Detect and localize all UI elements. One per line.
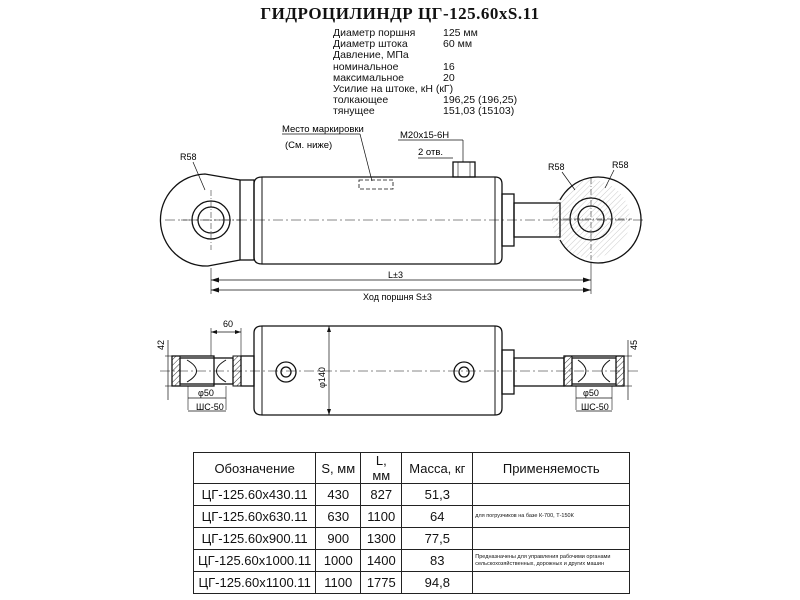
r58-left-label: R58: [180, 152, 197, 162]
two-holes-label: 2 отв.: [418, 147, 443, 158]
spec-value: 151,03 (15103): [443, 105, 515, 118]
spec-label: тянущее: [333, 105, 375, 118]
table-header-row: Обозначение S, мм L, мм Масса, кг Примен…: [192, 452, 631, 484]
spec-value: 16: [443, 60, 455, 73]
dim-l-label: L±3: [388, 270, 403, 280]
bearing-right-label: ШС-50: [581, 402, 609, 412]
thread-label: М20х15-6Н: [400, 130, 449, 141]
table-row: ЦГ-125.60х430.11 430 827 51,3: [192, 483, 631, 506]
header-length: L, мм: [360, 452, 403, 484]
cell-mass: 94,8: [401, 571, 474, 594]
cell-application: Предназначены для управления рабочими ор…: [472, 549, 631, 572]
dim-phi50-right-label: φ50: [583, 388, 599, 398]
spec-value: 60 мм: [443, 38, 473, 51]
left-eye-outline: [159, 173, 241, 267]
table-row: ЦГ-125.60х900.11 900 1300 77,5: [192, 527, 631, 550]
cell-application: [472, 483, 631, 506]
table-row: ЦГ-125.60х1100.11 1100 1775 94,8: [192, 571, 631, 594]
cell-designation: ЦГ-125.60х1000.11: [192, 549, 317, 572]
spec-value: 20: [443, 71, 455, 84]
see-below-label: (См. ниже): [285, 140, 332, 151]
cell-application: [472, 527, 631, 550]
header-designation: Обозначение: [192, 452, 317, 484]
cell-application: для погрузчиков на базе К-700, Т-150К: [472, 505, 631, 528]
cell-mass: 51,3: [401, 483, 474, 506]
port-left-top: [275, 361, 297, 383]
header-application: Применяемость: [472, 452, 631, 484]
cell-stroke: 1000: [315, 549, 362, 572]
port-right-top: [453, 361, 475, 383]
spec-label: Усилие на штоке, кН (кГ): [333, 82, 454, 95]
cell-stroke: 900: [315, 527, 362, 550]
barrel: [253, 176, 503, 265]
cell-designation: ЦГ-125.60х1100.11: [192, 571, 317, 594]
cell-mass: 64: [401, 505, 474, 528]
header-mass: Масса, кг: [401, 452, 474, 484]
spec-label: номинальное: [333, 60, 399, 73]
side-view: [159, 133, 645, 294]
header-stroke: S, мм: [315, 452, 362, 484]
spec-label: максимальное: [333, 71, 405, 84]
drawing-title: ГИДРОЦИЛИНДР ЦГ-125.60хS.11: [260, 4, 540, 23]
bearing-left-label: ШС-50: [196, 402, 224, 412]
r58-right-a-label: R58: [548, 162, 565, 172]
spec-label: толкающее: [333, 94, 389, 107]
dim-stroke-label: Ход поршня S±3: [363, 292, 432, 302]
r58-right-b-label: R58: [612, 160, 629, 170]
rod-top: [513, 357, 565, 387]
spec-value: 125 мм: [443, 27, 478, 39]
cell-length: 1100: [360, 505, 403, 528]
cell-length: 1400: [360, 549, 403, 572]
spec-label: Диаметр штока: [333, 38, 408, 51]
top-view: [160, 325, 640, 416]
spec-value: 196,25 (196,25): [443, 94, 518, 107]
cell-designation: ЦГ-125.60х900.11: [192, 527, 317, 550]
dim-phi50-left-label: φ50: [198, 388, 214, 398]
dim-42-label: 42: [156, 340, 166, 350]
cell-length: 1775: [360, 571, 403, 594]
marking-plate: [358, 179, 394, 190]
cylinder-drawing: R58 Место маркировки (См. ниже) М20х15-6…: [156, 124, 645, 416]
marking-place-label: Место маркировки: [282, 124, 364, 135]
dim-60-label: 60: [223, 319, 233, 329]
table-row: ЦГ-125.60х1000.11 1000 1400 83 Предназна…: [192, 549, 631, 572]
cell-stroke: 1100: [315, 571, 362, 594]
table-row: ЦГ-125.60х630.11 630 1100 64 для погрузч…: [192, 505, 631, 528]
spec-label: Давление, МПа: [333, 49, 409, 62]
cell-length: 1300: [360, 527, 403, 550]
port-fitting: [452, 161, 476, 178]
cell-stroke: 430: [315, 483, 362, 506]
cell-designation: ЦГ-125.60х630.11: [192, 505, 317, 528]
variants-table: Обозначение S, мм L, мм Масса, кг Примен…: [192, 452, 631, 594]
cell-application: [472, 571, 631, 594]
cell-length: 827: [360, 483, 403, 506]
cell-designation: ЦГ-125.60х430.11: [192, 483, 317, 506]
cell-stroke: 630: [315, 505, 362, 528]
cell-mass: 83: [401, 549, 474, 572]
spec-label: Диаметр поршня: [333, 27, 416, 39]
dim-phi140-label: φ140: [317, 367, 327, 388]
cell-mass: 77,5: [401, 527, 474, 550]
dim-45-label: 45: [629, 340, 639, 350]
